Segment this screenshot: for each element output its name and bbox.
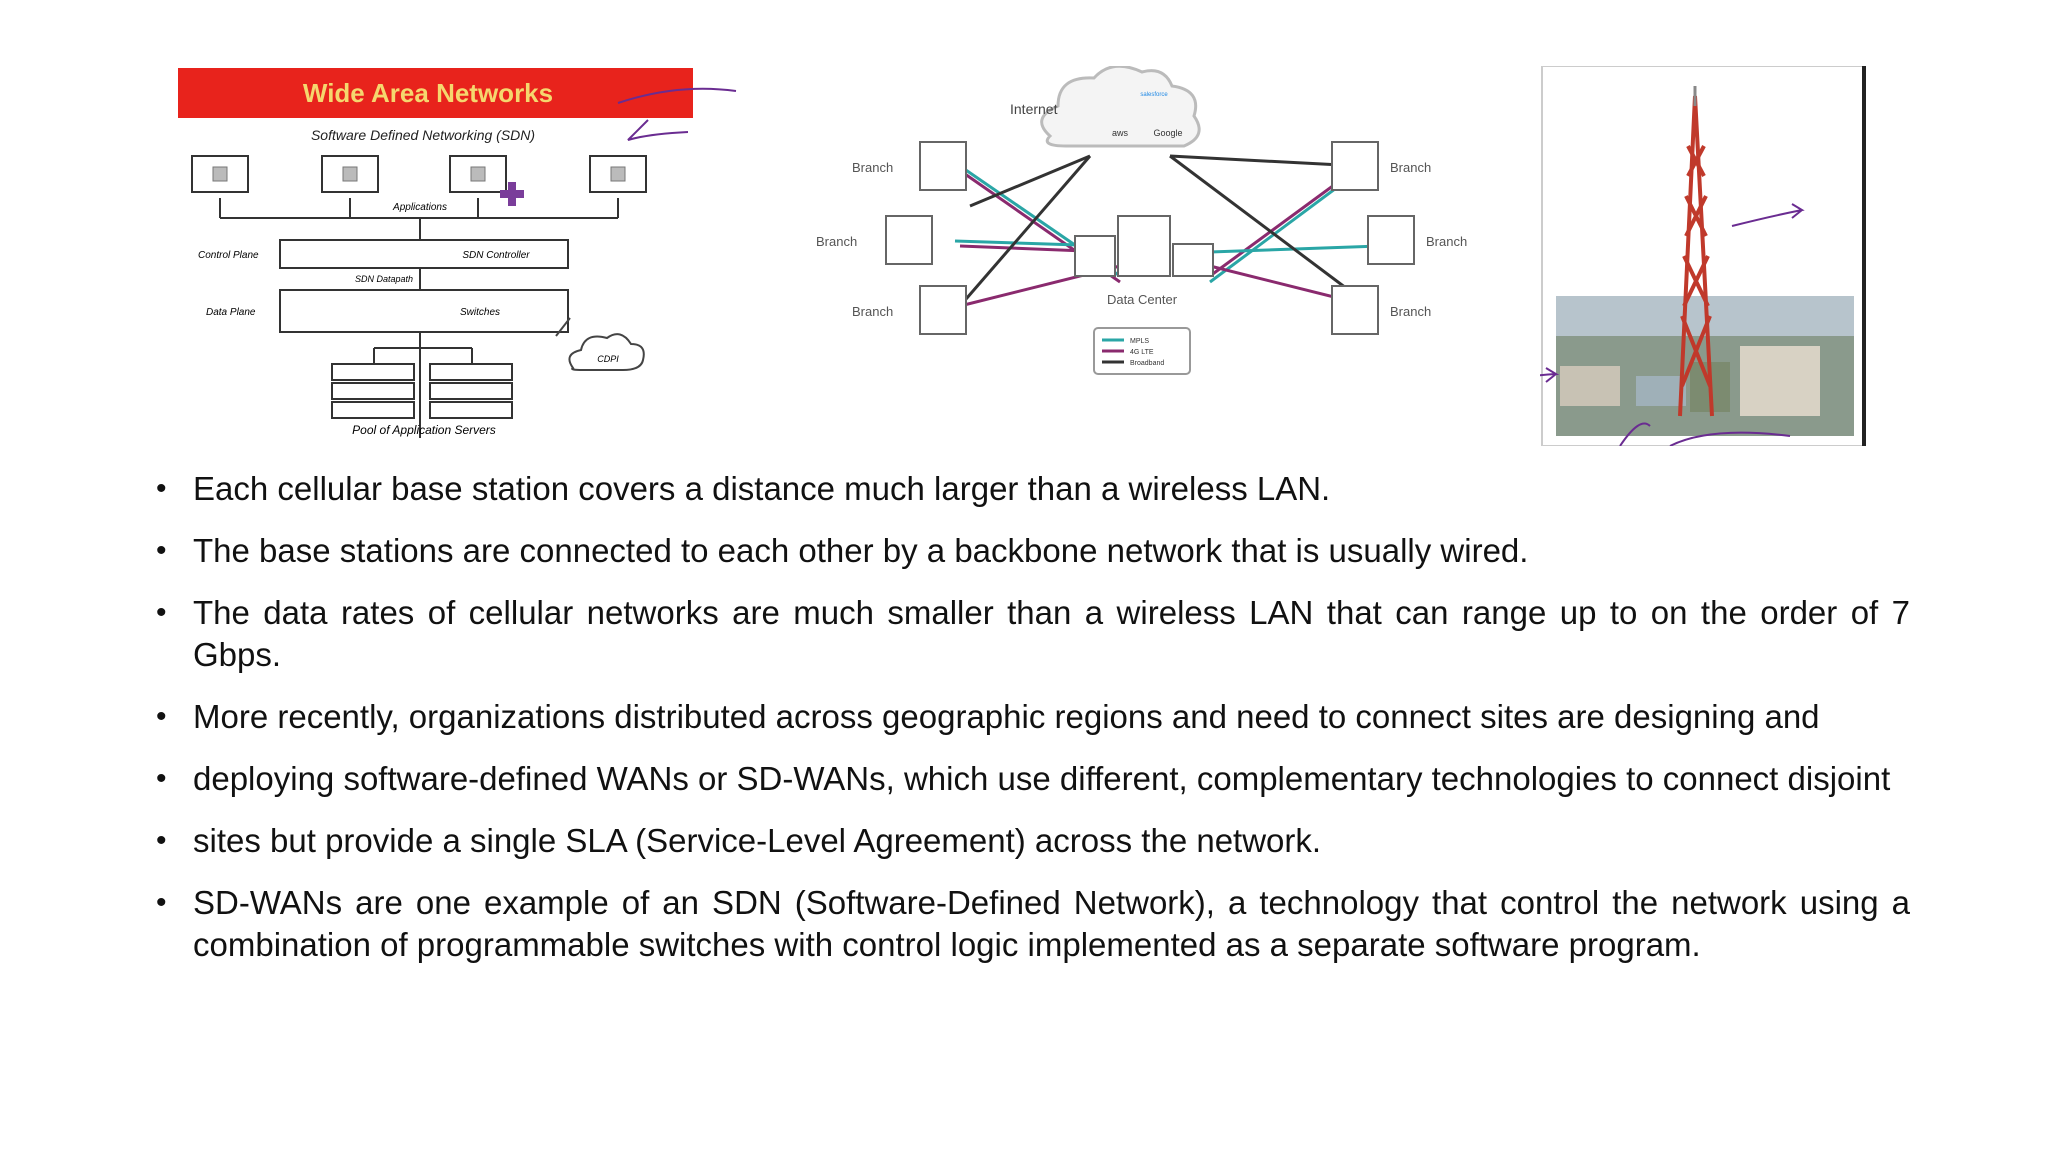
bullet-item: • Each cellular base station covers a dis… (150, 468, 1910, 510)
applications-label: Applications (392, 202, 447, 213)
banner-title: Wide Area Networks (303, 78, 553, 108)
cdpi-cloud-icon (568, 333, 645, 371)
sdn-subtitle: Software Defined Networking (SDN) (311, 127, 535, 143)
bullet-text: Each cellular base station covers a dist… (193, 470, 1331, 507)
bullet-dot: • (156, 534, 167, 567)
sdn-controller-label: SDN Controller (462, 250, 530, 261)
application-boxes (191, 155, 647, 193)
legend-mpls: MPLS (1130, 338, 1149, 345)
bullet-item: • The data rates of cellular networks are… (150, 592, 1910, 676)
internet-label: Internet (1010, 101, 1058, 117)
sdn-datapath-label: SDN Datapath (355, 274, 413, 284)
bullet-item: • deploying software-defined WANs or SD-W… (150, 758, 1910, 800)
bullet-list: • Each cellular base station covers a dis… (150, 468, 1910, 986)
bullet-text: The data rates of cellular networks are … (193, 594, 1910, 673)
legend-4g: 4G LTE (1130, 349, 1154, 356)
cloud-service-3: salesforce (1140, 92, 1168, 98)
sdn-diagram: Wide Area Networks Software Defined Netw… (178, 68, 737, 438)
bullet-dot: • (156, 472, 167, 505)
controller-box (279, 239, 569, 269)
wan-links (954, 154, 1381, 308)
data-center-label: Data Center (1107, 292, 1178, 307)
branch-label-6: Branch (1390, 304, 1431, 319)
banner (178, 68, 693, 118)
tower-icon (1678, 95, 1714, 417)
branch-label-2: Branch (816, 234, 857, 249)
cdpi-label: CDPI (597, 354, 619, 364)
cloud-service-1: aws (1112, 128, 1129, 138)
annotation-arrow (617, 87, 737, 141)
bullet-dot: • (156, 762, 167, 795)
annotation-arrow-left (1540, 367, 1560, 383)
bullet-dot: • (156, 886, 167, 919)
app-icons (212, 166, 626, 182)
data-center-building (1074, 215, 1214, 277)
pool-label: Pool of Application Servers (352, 423, 496, 437)
bullet-text: sites but provide a single SLA (Service-… (193, 822, 1322, 859)
bullet-dot: • (156, 700, 167, 733)
bullet-text: The base stations are connected to each … (193, 532, 1529, 569)
plus-icon (500, 182, 524, 206)
bullet-dot: • (156, 824, 167, 857)
branch-label-3: Branch (852, 304, 893, 319)
switches-box (279, 289, 569, 333)
branch-buildings (885, 141, 1415, 335)
bullet-text: deploying software-defined WANs or SD-WA… (193, 760, 1891, 797)
data-plane-label: Data Plane (206, 307, 256, 318)
switches-label: Switches (460, 307, 500, 318)
control-plane-label: Control Plane (198, 250, 259, 261)
cloud-service-2: Google (1153, 128, 1182, 138)
annotation-scribble (1619, 422, 1791, 446)
bullet-text: SD-WANs are one example of an SDN (Softw… (193, 884, 1910, 963)
sdwan-diagram: Internet aws Google salesforce Branch Br… (816, 66, 1467, 375)
server-pool (331, 363, 513, 419)
bullet-item: • The base stations are connected to each… (150, 530, 1910, 572)
bullet-text: More recently, organizations distributed… (193, 698, 1820, 735)
legend-broadband: Broadband (1130, 360, 1164, 367)
cell-tower-photo (1540, 66, 1870, 446)
branch-label-4: Branch (1390, 160, 1431, 175)
bullet-item: • sites but provide a single SLA (Service… (150, 820, 1910, 862)
bullet-item: • SD-WANs are one example of an SDN (Soft… (150, 882, 1910, 966)
bullet-dot: • (156, 596, 167, 629)
bullet-item: • More recently, organizations distribute… (150, 696, 1910, 738)
branch-label-5: Branch (1426, 234, 1467, 249)
branch-label-1: Branch (852, 160, 893, 175)
internet-cloud-icon (1040, 66, 1201, 148)
annotation-arrow-right (1731, 203, 1805, 227)
